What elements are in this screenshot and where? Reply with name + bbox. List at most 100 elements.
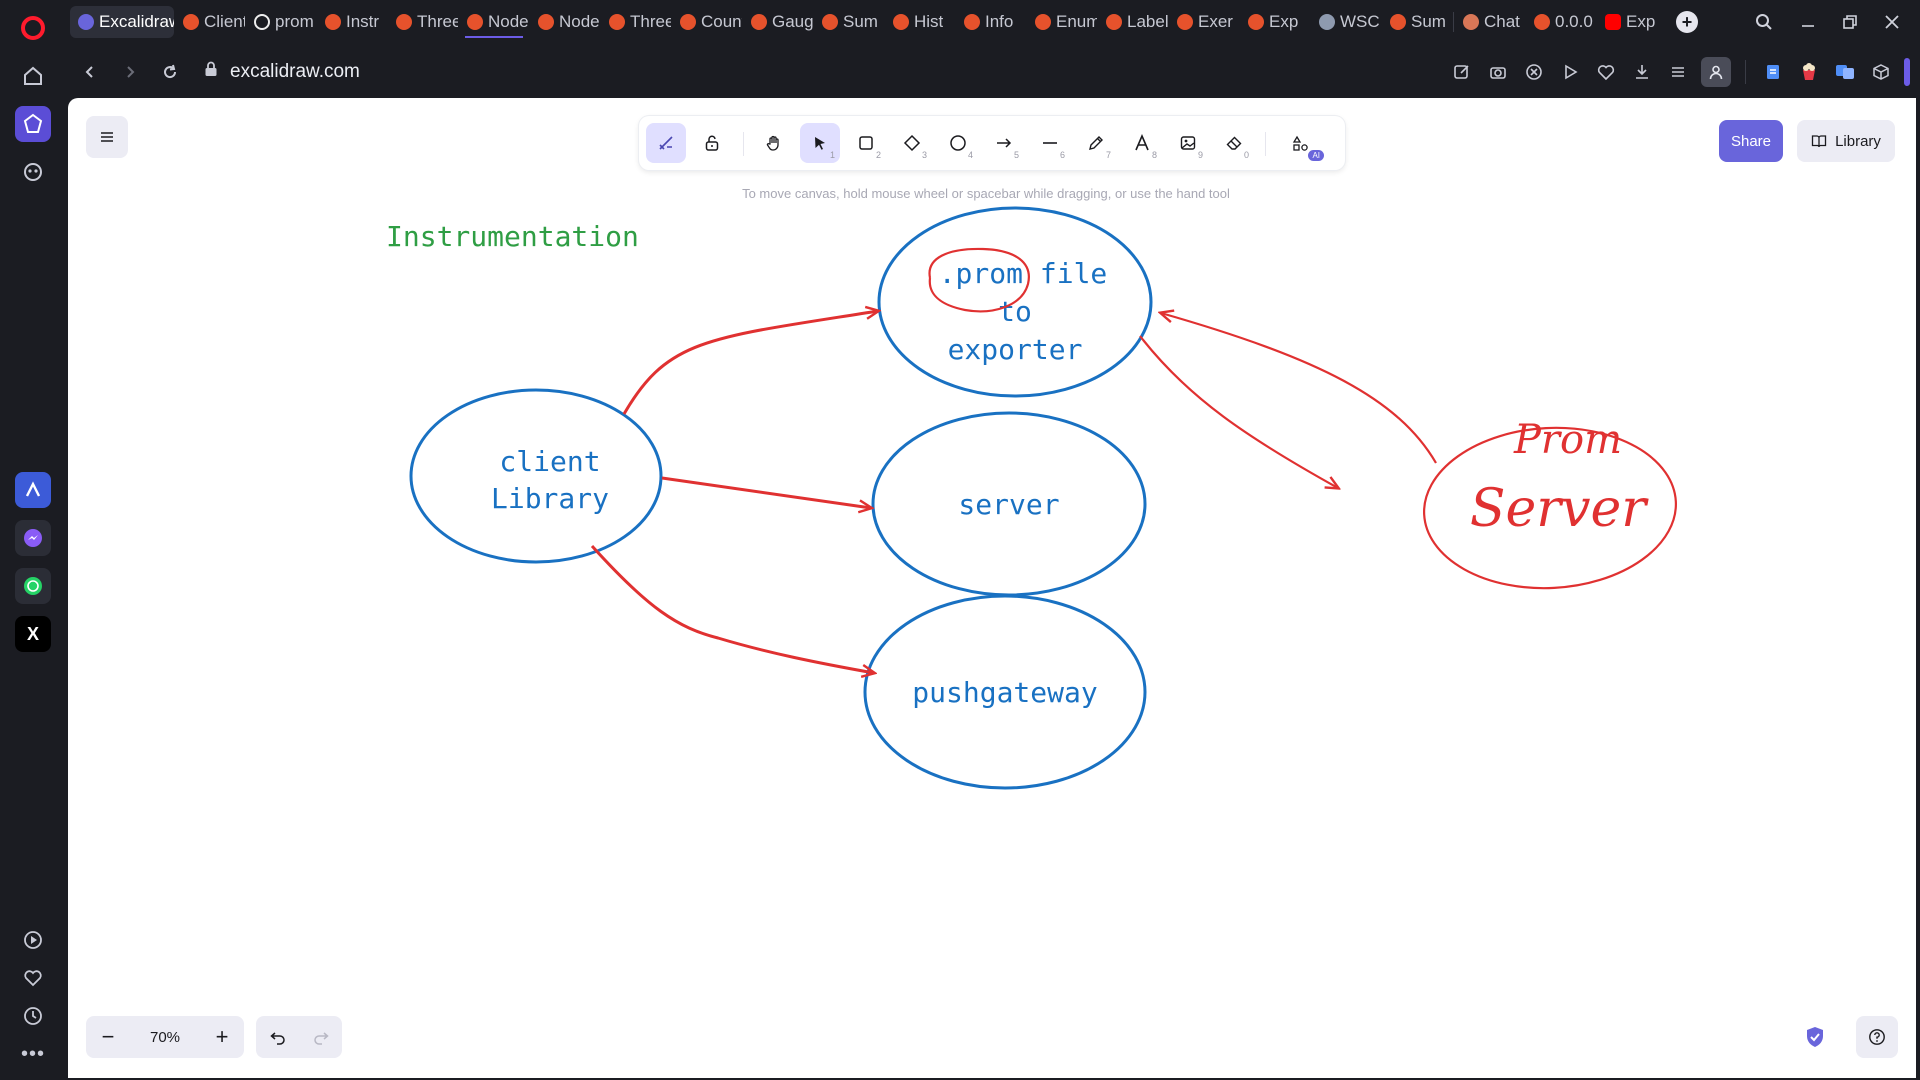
tab-4[interactable]: Three: [388, 6, 458, 38]
image-tool-button[interactable]: 9: [1168, 123, 1208, 163]
diamond-tool-button[interactable]: 3: [892, 123, 932, 163]
prom-server-node[interactable]: [1420, 422, 1680, 595]
browser-sidebar: X •••: [0, 0, 66, 1080]
tab-8[interactable]: Count: [672, 6, 742, 38]
docs-extension-icon[interactable]: [1760, 59, 1786, 85]
whatsapp-icon[interactable]: [15, 568, 51, 604]
rectangle-tool-button[interactable]: 2: [846, 123, 886, 163]
adblock-icon[interactable]: [1521, 59, 1547, 85]
prometheus-favicon-icon: [1390, 14, 1406, 30]
popcorn-extension-icon[interactable]: [1796, 59, 1822, 85]
line-tool-button[interactable]: 6: [1030, 123, 1070, 163]
back-icon[interactable]: [70, 52, 110, 92]
translate-extension-icon[interactable]: [1832, 59, 1858, 85]
library-button[interactable]: Library: [1797, 120, 1895, 162]
player-icon[interactable]: [15, 922, 51, 958]
ai-badge: AI: [1308, 150, 1324, 161]
tab-20[interactable]: 0.0.0: [1526, 6, 1596, 38]
freehand-arrow-to-exporter[interactable]: [1161, 313, 1437, 464]
download-icon[interactable]: [1629, 59, 1655, 85]
tab-7[interactable]: Three: [601, 6, 671, 38]
camera-icon[interactable]: [1485, 59, 1511, 85]
tab-13[interactable]: Enum: [1027, 6, 1097, 38]
tab-15[interactable]: Exer: [1169, 6, 1239, 38]
sticky-mode-button[interactable]: [646, 123, 686, 163]
bookmark-heart-icon[interactable]: [1593, 59, 1619, 85]
more-icon[interactable]: •••: [20, 1042, 45, 1065]
tab-10[interactable]: Sum: [814, 6, 884, 38]
play-icon[interactable]: [1557, 59, 1583, 85]
prom-file-node[interactable]: [877, 206, 1153, 398]
tab-14[interactable]: Label: [1098, 6, 1168, 38]
extensions-cube-icon[interactable]: [1868, 59, 1894, 85]
edit-page-icon[interactable]: [1449, 59, 1475, 85]
lock-tool-button[interactable]: [692, 123, 732, 163]
home-icon[interactable]: [15, 58, 51, 94]
x-twitter-icon[interactable]: X: [15, 616, 51, 652]
aria-ai-icon[interactable]: [15, 154, 51, 190]
reload-icon[interactable]: [150, 52, 190, 92]
ellipse-tool-button[interactable]: 4: [938, 123, 978, 163]
easy-setup-icon[interactable]: [1665, 59, 1691, 85]
instrumentation-title[interactable]: Instrumentation: [386, 220, 639, 253]
arrow-client-to-prom-file[interactable]: [622, 311, 878, 415]
messenger-icon[interactable]: [15, 520, 51, 556]
share-button[interactable]: Share: [1719, 120, 1783, 162]
eraser-tool-button[interactable]: 0: [1214, 123, 1254, 163]
encryption-shield-icon[interactable]: [1802, 1024, 1828, 1050]
tab-3[interactable]: Instr: [317, 6, 387, 38]
tab-1[interactable]: Client: [175, 6, 245, 38]
tab-title: 0.0.0: [1555, 12, 1593, 31]
tab-11[interactable]: Hist: [885, 6, 955, 38]
tab-17[interactable]: WSC: [1311, 6, 1381, 38]
tab-18[interactable]: Sum: [1382, 6, 1452, 38]
zoom-in-button[interactable]: +: [215, 1024, 229, 1049]
tab-5[interactable]: Node: [459, 6, 529, 38]
client-library-node[interactable]: [409, 388, 663, 564]
search-tabs-icon[interactable]: [1752, 10, 1776, 34]
pushgateway-node[interactable]: [863, 594, 1147, 790]
tab-2[interactable]: prom: [246, 6, 316, 38]
hand-tool-button[interactable]: [754, 123, 794, 163]
tab-title: Excalidraw: [99, 12, 174, 31]
tab-0[interactable]: Excalidraw: [70, 6, 174, 38]
drawing-canvas[interactable]: Instrumentation client Library .prom fil…: [68, 98, 1916, 1078]
extra-tools-button[interactable]: AI: [1281, 123, 1324, 163]
tab-6[interactable]: Node: [530, 6, 600, 38]
arrow-client-to-pushgateway[interactable]: [590, 544, 874, 673]
aria-app-icon[interactable]: [15, 472, 51, 508]
tab-12[interactable]: Info: [956, 6, 1026, 38]
redo-button[interactable]: [299, 1016, 342, 1058]
arrow-client-to-server[interactable]: [661, 476, 871, 508]
restore-icon[interactable]: [1838, 10, 1862, 34]
zoom-out-button[interactable]: −: [101, 1024, 115, 1049]
tab-16[interactable]: Exp: [1240, 6, 1310, 38]
profile-icon[interactable]: [1701, 57, 1731, 87]
arrow-tool-button[interactable]: 5: [984, 123, 1024, 163]
history-icon[interactable]: [15, 998, 51, 1034]
forward-icon[interactable]: [110, 52, 150, 92]
tab-21[interactable]: Exp: [1597, 6, 1667, 38]
help-button[interactable]: [1856, 1016, 1898, 1058]
close-window-icon[interactable]: [1880, 10, 1904, 34]
text-tool-button[interactable]: 8: [1122, 123, 1162, 163]
undo-icon: [269, 1032, 285, 1045]
zoom-level[interactable]: 70%: [149, 1028, 181, 1046]
prom-highlight-circle[interactable]: [928, 247, 1030, 313]
shapes-icon: [1292, 135, 1308, 151]
minimize-icon[interactable]: [1796, 10, 1820, 34]
heart-icon[interactable]: [15, 960, 51, 996]
draw-tool-button[interactable]: 7: [1076, 123, 1116, 163]
tab-9[interactable]: Gauge: [743, 6, 813, 38]
freehand-arrow-to-prom-server[interactable]: [1139, 335, 1338, 488]
pencil-icon: [1089, 136, 1103, 150]
tab-19[interactable]: Chat: [1455, 6, 1525, 38]
undo-button[interactable]: [256, 1016, 299, 1058]
opera-logo-icon[interactable]: [15, 10, 51, 46]
address-bar[interactable]: excalidraw.com: [204, 61, 360, 83]
speed-dial-icon[interactable]: [15, 106, 51, 142]
client-label-line2: Library: [491, 482, 609, 515]
main-menu-button[interactable]: [86, 116, 128, 158]
selection-tool-button[interactable]: 1: [800, 123, 840, 163]
new-tab-icon[interactable]: +: [1676, 11, 1698, 33]
